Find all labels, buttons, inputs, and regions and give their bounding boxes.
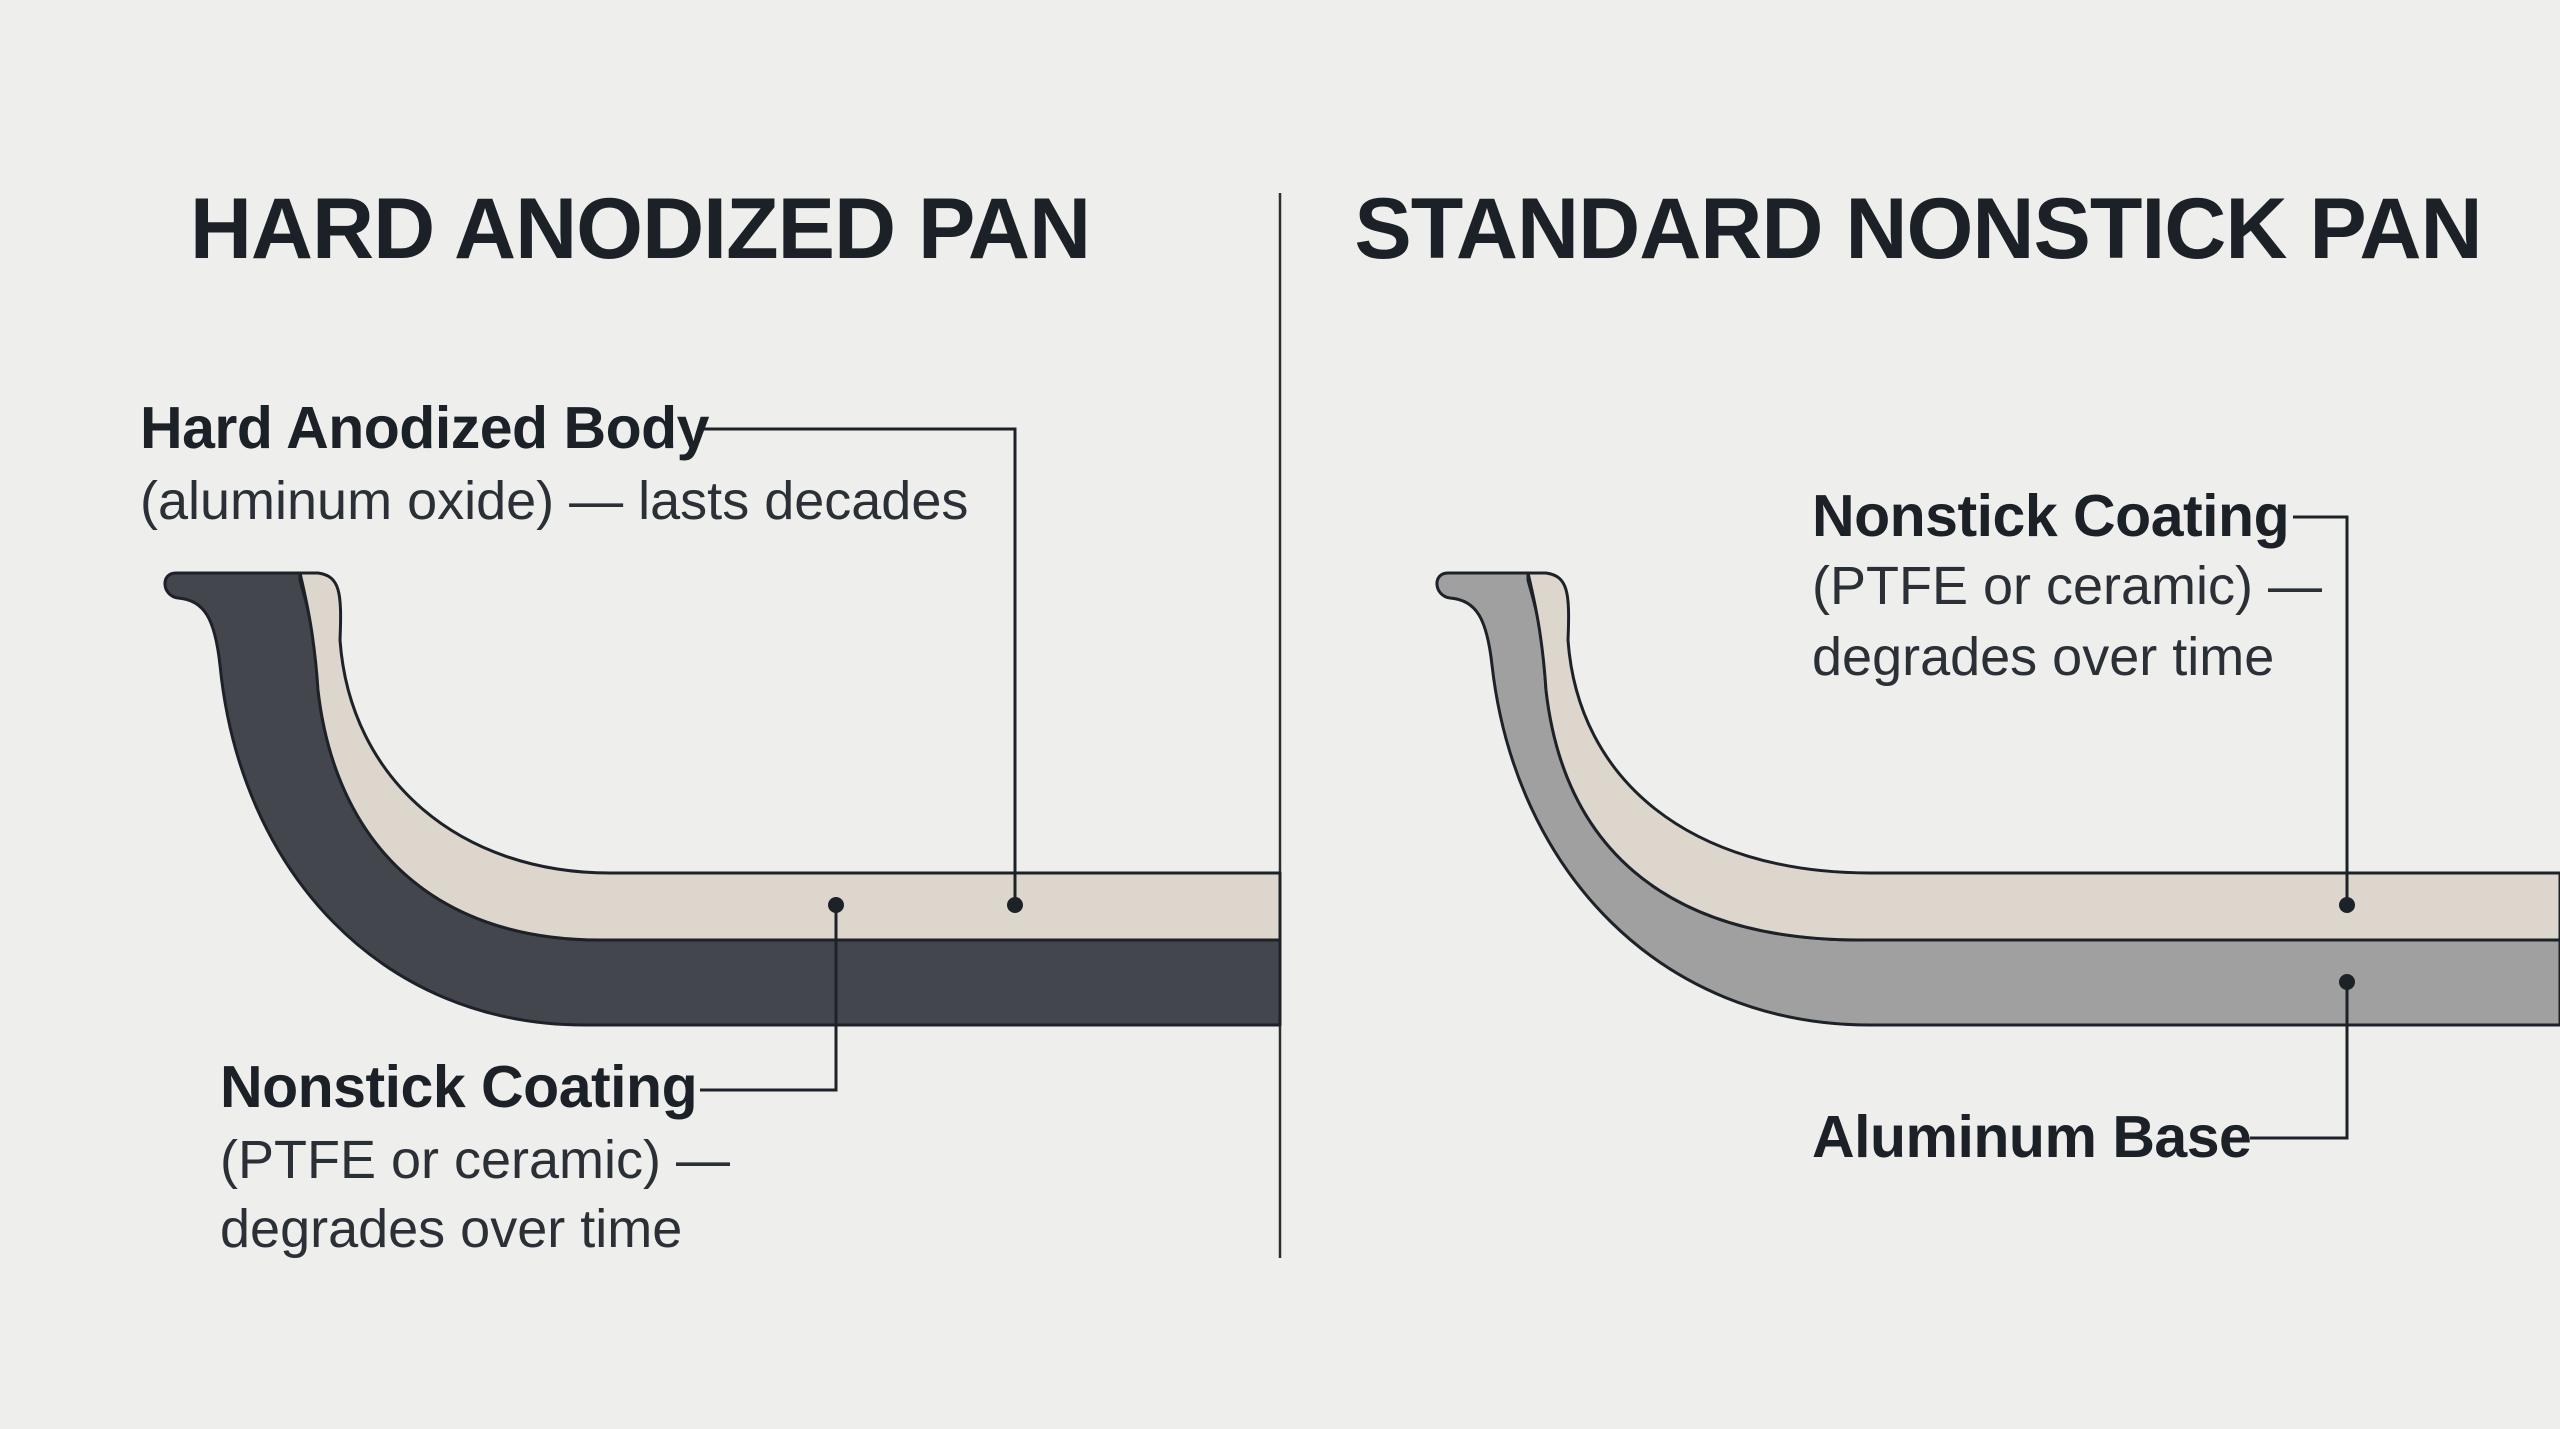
right-panel-title: STANDARD NONSTICK PAN: [1354, 181, 2481, 277]
left-panel: HARD ANODIZED PAN Hard Anodized Body (al…: [140, 181, 1282, 1259]
left-coating-label-title: Nonstick Coating: [220, 1054, 697, 1120]
left-panel-title: HARD ANODIZED PAN: [190, 181, 1090, 277]
hard-anodized-body-callout: Hard Anodized Body (aluminum oxide) — la…: [140, 395, 1023, 913]
right-nonstick-coating-layer: [1526, 571, 2560, 942]
right-pan-cross-section: [1435, 571, 2560, 1027]
right-coating-label-desc-line2: degrades over time: [1812, 627, 2274, 687]
left-nonstick-coating-callout: Nonstick Coating (PTFE or ceramic) — deg…: [220, 897, 844, 1259]
base-label-title: Aluminum Base: [1812, 1104, 2251, 1170]
right-nonstick-coating-callout: Nonstick Coating (PTFE or ceramic) — deg…: [1812, 483, 2355, 913]
left-coating-label-desc-line1: (PTFE or ceramic) —: [220, 1130, 730, 1190]
body-leader-line: [704, 427, 1017, 905]
base-leader-line: [2250, 982, 2349, 1140]
left-coating-leader-line: [700, 905, 838, 1092]
right-coating-label-title: Nonstick Coating: [1812, 483, 2289, 549]
base-leader-dot: [2339, 974, 2355, 990]
left-pan-cross-section: [163, 571, 1282, 1027]
left-coating-label-desc-line2: degrades over time: [220, 1199, 682, 1259]
body-label-desc: (aluminum oxide) — lasts decades: [140, 471, 968, 531]
body-label-title: Hard Anodized Body: [140, 395, 710, 461]
right-coating-leader-line: [2293, 515, 2349, 905]
body-leader-dot: [1007, 897, 1023, 913]
aluminum-base-callout: Aluminum Base: [1812, 974, 2355, 1170]
nonstick-coating-layer: [298, 571, 1282, 942]
right-coating-label-desc-line1: (PTFE or ceramic) —: [1812, 556, 2322, 616]
right-panel: STANDARD NONSTICK PAN Nonstick Coating (…: [1354, 181, 2560, 1170]
left-coating-leader-dot: [828, 897, 844, 913]
right-coating-leader-dot: [2339, 897, 2355, 913]
